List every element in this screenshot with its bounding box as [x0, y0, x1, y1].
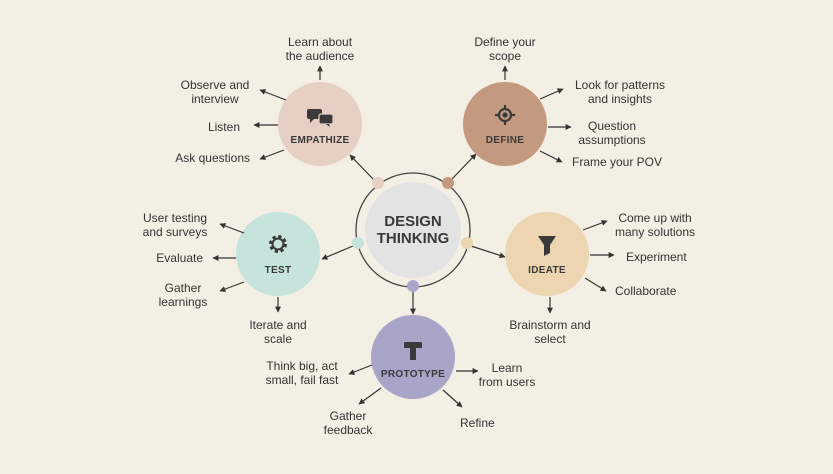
ring-dot-prototype: [407, 280, 419, 292]
arrow-to-ideate: [470, 245, 506, 259]
arrow-to-define: [451, 153, 477, 180]
target-crosshair-icon: [495, 105, 515, 125]
prototype-item-4: Refine: [460, 416, 495, 430]
test-item-2: Evaluate: [156, 251, 203, 265]
center-title-line1: DESIGN: [384, 213, 442, 230]
arrow-to-test: [321, 245, 354, 260]
item-arrows: [212, 65, 615, 408]
define-title: DEFINE: [486, 135, 524, 146]
ring-dot-define: [442, 177, 454, 189]
center-title-line2: THINKING: [377, 230, 450, 247]
test-title: TEST: [265, 265, 292, 276]
tool-icon: [404, 342, 422, 360]
ideate-title: IDEATE: [528, 265, 566, 276]
ring-dot-test: [352, 237, 364, 249]
empathize-title: EMPATHIZE: [291, 135, 350, 146]
ring-dots: [352, 177, 473, 292]
center-circle: [365, 182, 461, 278]
empathize-item-3: Listen: [207, 120, 240, 134]
test-circle: [236, 212, 320, 296]
ring-dot-ideate: [461, 237, 473, 249]
define-item-4: Frame your POV: [572, 155, 663, 169]
center-to-node-arrows: [321, 153, 506, 315]
prototype-title: PROTOTYPE: [381, 369, 445, 380]
empathize-item-4: Ask questions: [175, 151, 250, 165]
ring-dot-empathize: [372, 177, 384, 189]
arrow-to-empathize: [349, 154, 374, 180]
funnel-icon: [538, 236, 556, 256]
ideate-item-2: Experiment: [626, 250, 687, 264]
ideate-item-3: Collaborate: [615, 284, 677, 298]
gear-icon: [269, 235, 287, 253]
chat-bubbles-icon: [307, 109, 334, 127]
